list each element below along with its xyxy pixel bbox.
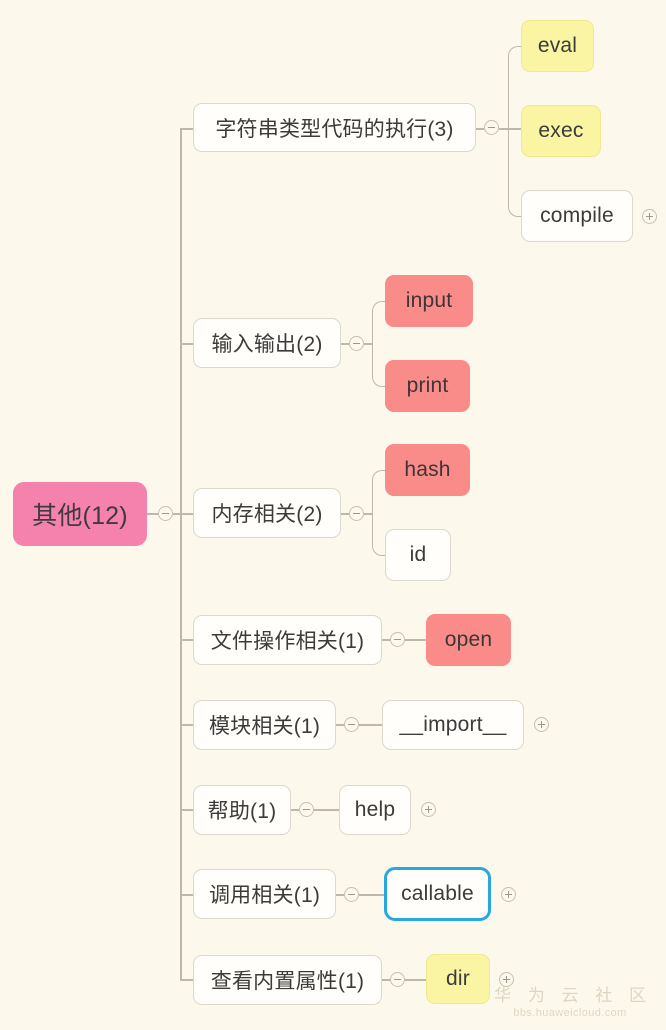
leaf-callable-expand-toggle[interactable] (501, 887, 516, 902)
branch-7-collapse-toggle[interactable] (344, 887, 359, 902)
branch-7-stub (180, 894, 194, 896)
leaf-compile-expand-toggle[interactable] (642, 209, 657, 224)
branch-5-toggle-stub-left (336, 724, 344, 726)
trunk-line (180, 128, 182, 979)
leaf-node-dunder-import[interactable]: __import__ (382, 700, 524, 750)
branch-2-toggle-stub-left (341, 343, 349, 345)
branch-1-elbow-to-compile (508, 128, 523, 217)
leaf-node-id[interactable]: id (385, 529, 451, 581)
branch-3-stub (180, 513, 194, 515)
branch-3-toggle-stub-right (364, 513, 372, 515)
branch-8-collapse-toggle[interactable] (390, 972, 405, 987)
leaf-node-print[interactable]: print (385, 360, 470, 412)
branch-5-collapse-toggle[interactable] (344, 717, 359, 732)
leaf-node-exec[interactable]: exec (521, 105, 601, 157)
leaf-node-callable[interactable]: callable (384, 867, 491, 921)
branch-7-link-callable (359, 894, 385, 896)
branch-node-file-ops[interactable]: 文件操作相关(1) (193, 615, 382, 665)
root-node-other[interactable]: 其他(12) (13, 482, 147, 546)
branch-3-elbow-to-hash (372, 470, 387, 514)
leaf-node-compile[interactable]: compile (521, 190, 633, 242)
watermark: 华 为 云 社 区 bbs.huaweicloud.com (488, 986, 652, 1020)
branch-4-collapse-toggle[interactable] (390, 632, 405, 647)
branch-1-elbow-to-eval (508, 46, 523, 129)
leaf-import-expand-toggle[interactable] (534, 717, 549, 732)
branch-4-toggle-stub-left (382, 639, 390, 641)
branch-5-link-import (359, 724, 383, 726)
root-connector-to-trunk (173, 513, 181, 515)
watermark-title: 华 为 云 社 区 (494, 986, 652, 1005)
branch-2-elbow-to-print (372, 343, 387, 387)
branch-node-module[interactable]: 模块相关(1) (193, 700, 336, 750)
root-collapse-toggle[interactable] (158, 506, 173, 521)
branch-1-toggle-stub-right (499, 128, 508, 130)
branch-6-stub (180, 809, 194, 811)
branch-4-link-open (405, 639, 427, 641)
branch-node-memory[interactable]: 内存相关(2) (193, 488, 341, 538)
branch-2-stub (180, 343, 194, 345)
branch-3-collapse-toggle[interactable] (349, 506, 364, 521)
branch-6-link-help (314, 809, 340, 811)
branch-node-string-code-exec[interactable]: 字符串类型代码的执行(3) (193, 103, 476, 152)
branch-node-view-builtin-attrs[interactable]: 查看内置属性(1) (193, 955, 382, 1005)
branch-1-collapse-toggle[interactable] (484, 120, 499, 135)
branch-2-toggle-stub-right (364, 343, 372, 345)
branch-8-link-dir (405, 979, 427, 981)
branch-4-stub (180, 639, 194, 641)
branch-5-stub (180, 724, 194, 726)
leaf-node-help[interactable]: help (339, 785, 411, 835)
branch-node-help-category[interactable]: 帮助(1) (193, 785, 291, 835)
branch-node-callable-category[interactable]: 调用相关(1) (193, 869, 336, 919)
branch-1-toggle-stub-left (476, 128, 484, 130)
leaf-node-hash[interactable]: hash (385, 444, 470, 496)
leaf-node-open[interactable]: open (426, 614, 511, 666)
leaf-node-eval[interactable]: eval (521, 20, 594, 72)
branch-8-stub (180, 979, 194, 981)
branch-6-toggle-stub-left (291, 809, 299, 811)
branch-2-elbow-to-input (372, 301, 387, 344)
root-connector-stub (147, 513, 158, 515)
branch-3-elbow-to-id (372, 513, 387, 556)
leaf-dir-expand-toggle[interactable] (499, 972, 514, 987)
branch-2-collapse-toggle[interactable] (349, 336, 364, 351)
branch-3-toggle-stub-left (341, 513, 349, 515)
branch-8-toggle-stub-left (382, 979, 390, 981)
watermark-url: bbs.huaweicloud.com (513, 1007, 627, 1019)
branch-6-collapse-toggle[interactable] (299, 802, 314, 817)
leaf-help-expand-toggle[interactable] (421, 802, 436, 817)
branch-node-input-output[interactable]: 输入输出(2) (193, 318, 341, 368)
leaf-node-dir[interactable]: dir (426, 954, 490, 1004)
branch-1-stub (180, 128, 194, 130)
leaf-node-input[interactable]: input (385, 275, 473, 327)
branch-7-toggle-stub-left (336, 894, 344, 896)
